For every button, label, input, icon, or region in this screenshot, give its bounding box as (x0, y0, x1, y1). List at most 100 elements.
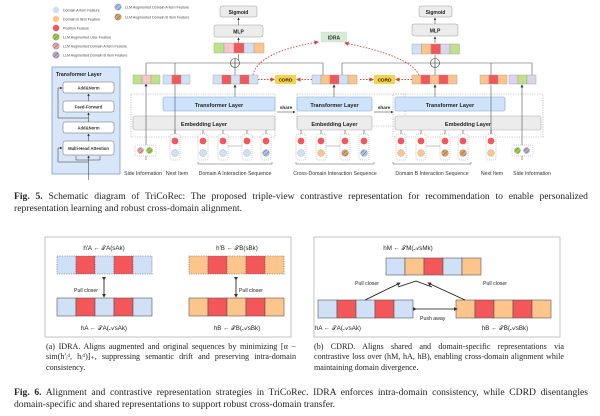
feature-vectors (132, 42, 537, 85)
panel-b-left-eq: hA ← 𝒯A(𝒜sAk) (315, 325, 361, 332)
item-feature-dot (243, 149, 251, 157)
panel-a-augmented-b-cell (188, 255, 209, 275)
left-side-vector-cell (141, 74, 152, 85)
panel-a-original-b-cell (226, 297, 247, 317)
right-head-input-cell (411, 43, 422, 55)
left-next-item-vector-cell (162, 74, 173, 85)
domain-b-seq-label: Domain B Interaction Sequence (395, 171, 468, 177)
fig5-caption: Fig. 5. Schematic diagram of TriCoRec: T… (14, 191, 588, 214)
panel-a-original-a-cell (113, 297, 134, 317)
idra-label: IDRA (328, 36, 341, 42)
transformer-layer-a-label: Transformer Layer (195, 103, 244, 109)
legend-label: LLM Augmented Domain B Item Feature (125, 16, 189, 20)
position-feature-dot (341, 137, 349, 145)
position-feature-dot (171, 137, 179, 145)
panel-b-shared-cell (385, 257, 406, 276)
domain-a-seq-vector-cell (212, 74, 223, 85)
panel-a-bottom-left-eq: hA ← 𝒯A(𝒜sAk) (81, 325, 127, 332)
cross-domain-vector-cell (320, 74, 331, 85)
panel-a-original-b-cell (207, 297, 228, 317)
right-side-vector-cell (526, 74, 537, 85)
left-next-item-vector-cell (171, 74, 182, 85)
fig6-label: Fig. 6. (14, 387, 42, 398)
position-feature-dot (243, 137, 251, 145)
cdrd-box-left (275, 75, 296, 84)
contrastive-links (252, 40, 420, 82)
transformer-layer-inset: Transformer Layer Add&Norm Feed-Forward … (51, 66, 121, 180)
right-side-vector-cell (517, 74, 528, 85)
transformer-layer-m-label: Transformer Layer (310, 103, 359, 109)
domain-a-seq-label: Domain A Interaction Sequence (199, 171, 272, 177)
item-feature-dot (317, 149, 325, 157)
domain-b-seq-vector-cell (429, 74, 440, 85)
pull-join-right (415, 280, 433, 288)
panel-a-bottom-right-eq: hB ← 𝒯B(𝒜sBk) (214, 325, 260, 332)
position-feature-dot (441, 137, 449, 145)
panel-a-top-right-eq: h′B ← 𝒯B(sBk) (216, 245, 258, 252)
legend-label: Position Feature (63, 27, 89, 31)
side-info-left-label: Side Information (124, 171, 162, 177)
right-head-input-cell (440, 43, 451, 55)
prediction-head-left: Sigmoid MLP (213, 5, 264, 43)
left-side-vector-cell (150, 74, 161, 85)
panel-a-augmented-a-cell (94, 255, 115, 275)
input-tokens (134, 130, 534, 161)
pull-join-left (397, 280, 417, 288)
panel-b-domain-b-cell (512, 299, 533, 319)
panel-a-top-left-eq: h′A ← 𝒯A(sAk) (83, 245, 124, 252)
panel-a-original-b-cell (264, 297, 285, 317)
position-feature-dot (317, 137, 325, 145)
input-labels: Side Information Next Item Domain A Inte… (124, 171, 551, 177)
right-head-input-cell (421, 43, 432, 55)
panel-b-top-eq: hM ← 𝒯M(𝒜sMk) (383, 245, 432, 252)
position-feature-dot (417, 137, 425, 145)
panel-a-caption: (a) IDRA. Aligns augmented and original … (46, 342, 296, 372)
transformer-layers: Transformer Layer Transformer Layer Tran… (162, 96, 506, 112)
prediction-head-right: Sigmoid MLP (411, 5, 459, 43)
add-norm-2-label: Add&Norm (77, 126, 99, 131)
inset-title: Transformer Layer (56, 72, 102, 78)
legend-label: Domain B Item Feature (63, 18, 100, 22)
position-feature-dot (459, 137, 467, 145)
domain-b-seq-vector-cell (411, 74, 422, 85)
position-feature-dot (297, 137, 305, 145)
embedding-layers: Embedding Layer Embedding Layer Embeddin… (132, 115, 542, 131)
add-norm-1-label: Add&Norm (77, 86, 99, 91)
fig5-text: Schematic diagram of TriCoRec: The propo… (14, 191, 588, 214)
transformer-layer-b-label: Transformer Layer (426, 103, 475, 109)
cross-domain-vector-cell (311, 74, 322, 85)
left-head-input-cell (223, 42, 235, 54)
embedding-layer-m-label: Embedding Layer (311, 122, 358, 128)
sigmoid-left-label: Sigmoid (229, 10, 249, 16)
item-feature-dot (297, 149, 305, 157)
panel-a-original-a-cell (75, 297, 96, 317)
panel-b-domain-a-cell (355, 299, 376, 319)
mlp-right-label: MLP (430, 29, 441, 35)
fig6-text: Alignment and contrastive representation… (14, 387, 588, 410)
legend-label: LLM Augmented Domain B Item Feature (63, 54, 127, 58)
domain-a-seq-vector-cell (221, 74, 232, 85)
left-side-vector-cell (132, 74, 143, 85)
add-norm-block-1 (62, 81, 115, 94)
panel-a-augmented-b-cell (226, 255, 247, 275)
right-head-input-cell (430, 43, 441, 55)
right-next-item-vector-cell (479, 74, 490, 85)
panel-b-shared-cell (461, 257, 482, 276)
panel-a-augmented-a-cell (75, 255, 96, 275)
legend-swatch (52, 6, 60, 14)
item-feature-dot (397, 149, 405, 157)
position-feature-dot (487, 137, 495, 145)
panel-b-right-eq: hB ← 𝒯B(𝒜sBk) (482, 325, 528, 332)
cross-domain-vector-cell (329, 74, 340, 85)
idra-box (320, 31, 348, 43)
left-head-input-cell (233, 42, 245, 54)
share-label-right: share (378, 105, 391, 110)
cross-domain-seq-label: Cross-Domain Interaction Sequence (293, 171, 377, 177)
pull-closer-a-label: Pull closer (74, 288, 98, 294)
panel-b-shared-cell (442, 257, 463, 276)
cdrd-box-right (374, 75, 395, 84)
side-info-right-label: Side Information (513, 171, 551, 177)
panel-b-domain-b-cell (474, 299, 495, 319)
legend-label: Domain A Item Feature (63, 9, 100, 13)
